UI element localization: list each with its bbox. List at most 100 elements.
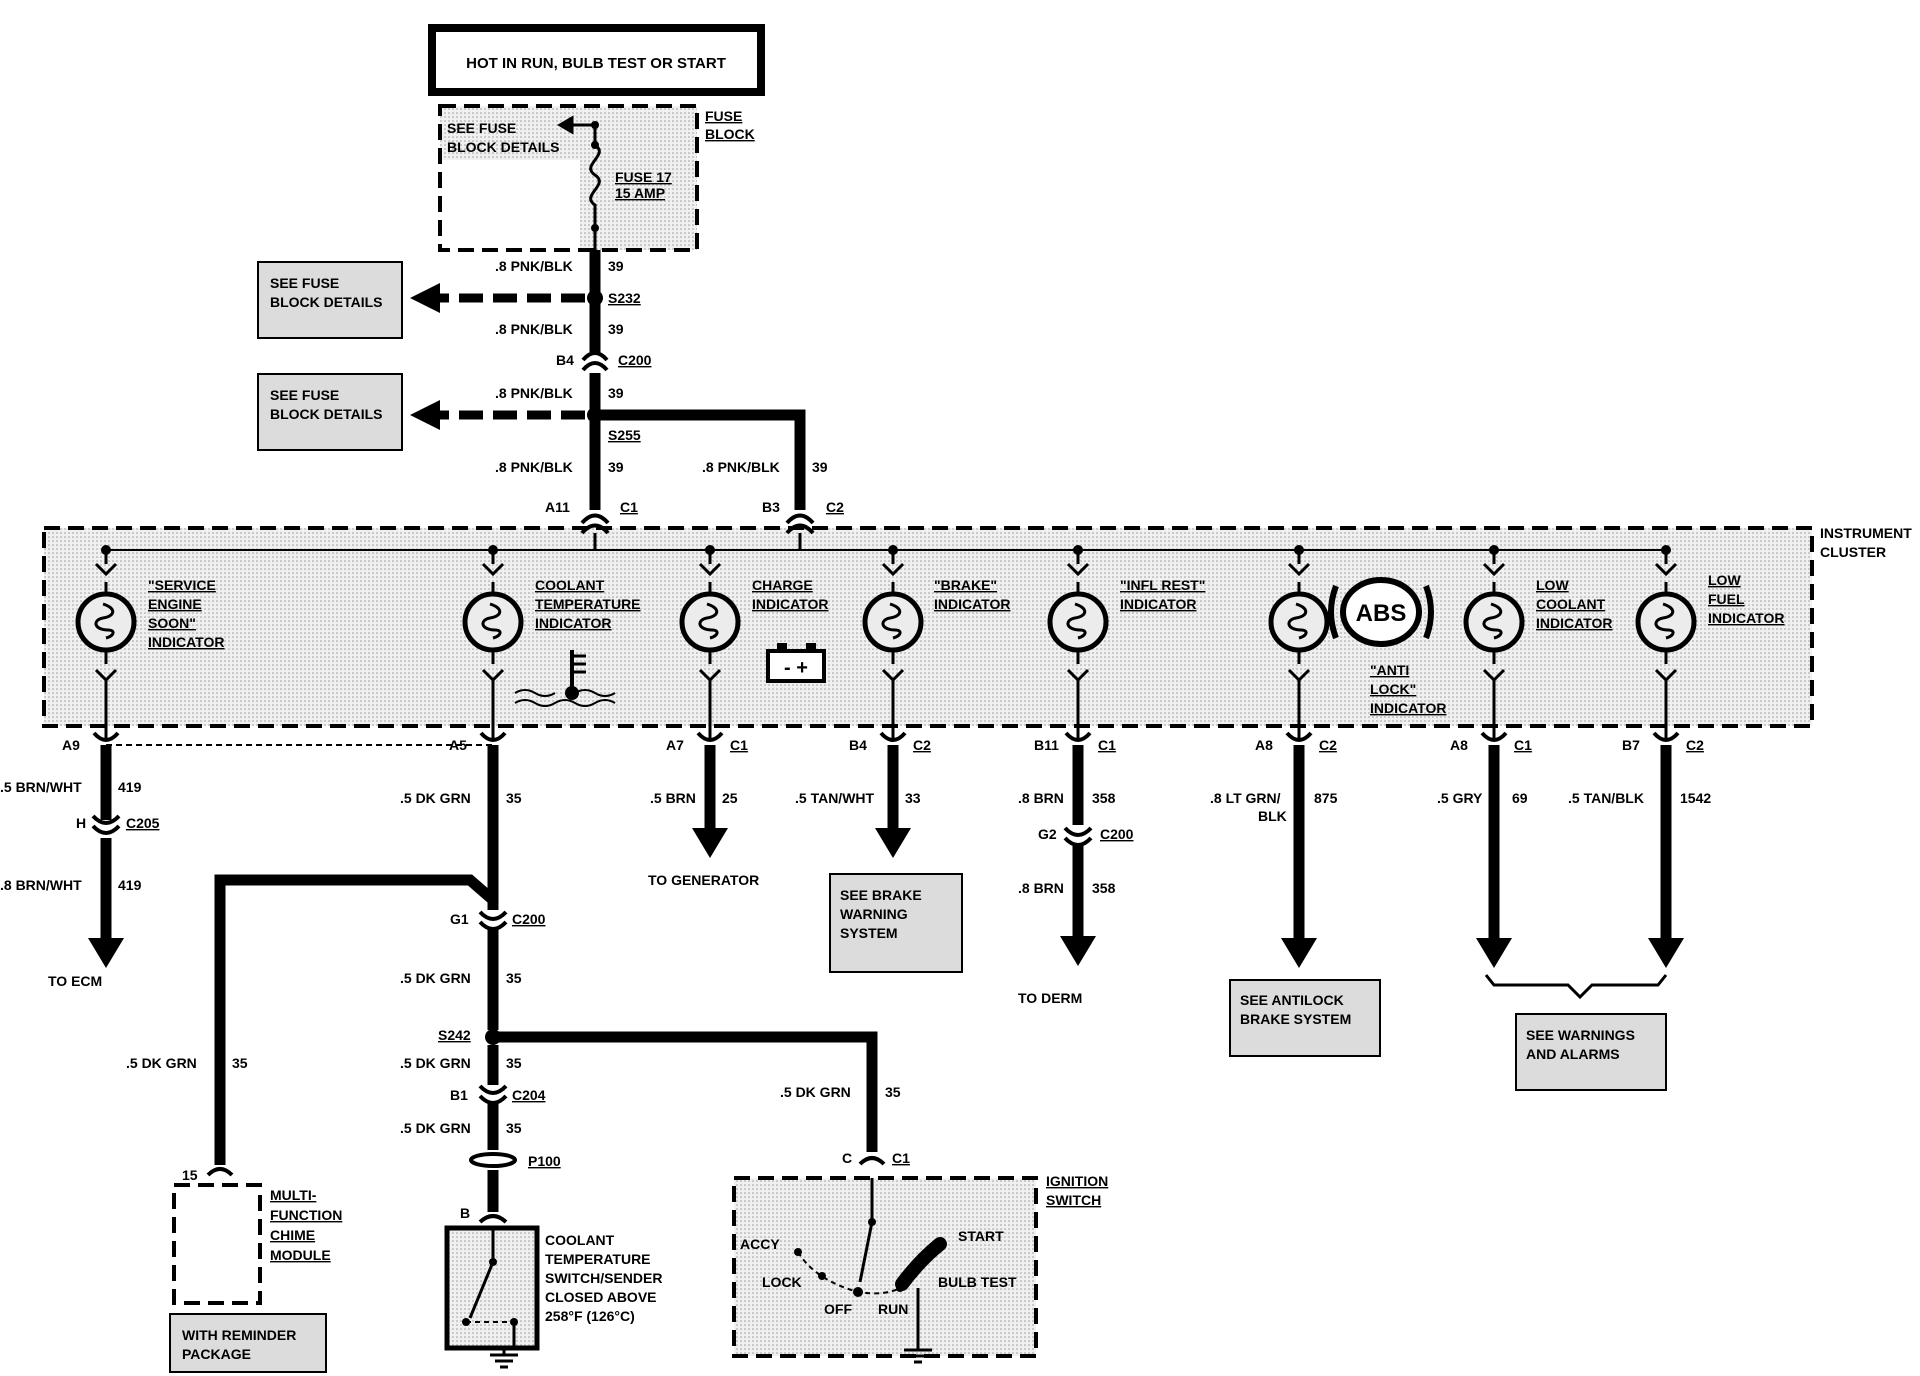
svg-text:358: 358 — [1092, 790, 1116, 806]
svg-text:.8 PNK/BLK: .8 PNK/BLK — [495, 321, 573, 337]
fuse-block-label-2: BLOCK — [705, 126, 755, 142]
fuse-block: FUSE BLOCK SEE FUSE BLOCK DETAILS FUSE 1… — [438, 104, 755, 252]
svg-text:MULTI-: MULTI- — [270, 1187, 317, 1203]
svg-text:PACKAGE: PACKAGE — [182, 1346, 251, 1362]
coolant-switch: COOLANT TEMPERATURE SWITCH/SENDER CLOSED… — [444, 1225, 662, 1369]
svg-text:.8 PNK/BLK: .8 PNK/BLK — [495, 258, 573, 274]
chime-module: 15 MULTI- FUNCTION CHIME MODULE — [172, 1167, 342, 1305]
svg-text:.5 BRN: .5 BRN — [650, 790, 696, 806]
arrow-down-icon — [88, 938, 124, 968]
cluster-connector — [1285, 731, 1313, 742]
indicator-label: INDICATOR — [1708, 610, 1784, 626]
svg-text:39: 39 — [608, 385, 624, 401]
svg-text:.8 PNK/BLK: .8 PNK/BLK — [495, 385, 573, 401]
svg-text:.5 BRN/WHT: .5 BRN/WHT — [0, 779, 82, 795]
svg-text:SWITCH/SENDER: SWITCH/SENDER — [545, 1270, 662, 1286]
svg-text:1542: 1542 — [1680, 790, 1711, 806]
svg-text:G2: G2 — [1038, 826, 1057, 842]
indicator-label: "INFL REST" — [1120, 577, 1205, 593]
instrument-cluster: INSTRUMENT CLUSTER A11 C1 B3 C2 — [42, 499, 1912, 728]
svg-text:OFF: OFF — [824, 1301, 852, 1317]
indicator-label: INDICATOR — [1120, 596, 1196, 612]
ground-icon — [904, 1348, 932, 1364]
main-feed: .8 PNK/BLK 39 S232 .8 PNK/BLK 39 B4 C200… — [410, 250, 828, 510]
svg-text:.5 DK GRN: .5 DK GRN — [400, 790, 471, 806]
splice-s232 — [587, 290, 603, 306]
svg-text:35: 35 — [506, 790, 522, 806]
bulb-junction — [101, 545, 111, 555]
fuse-icon — [589, 125, 601, 250]
svg-text:CHIME: CHIME — [270, 1227, 315, 1243]
svg-text:35: 35 — [232, 1055, 248, 1071]
indicator-pin: B4 — [849, 737, 867, 753]
indicator-label: INDICATOR — [1536, 615, 1612, 631]
warnings-ref: SEE WARNINGS AND ALARMS — [1515, 1013, 1667, 1091]
indicator-label: INDICATOR — [752, 596, 828, 612]
svg-text:39: 39 — [608, 258, 624, 274]
bulb-junction — [1073, 545, 1083, 555]
arrow-down-icon — [1060, 936, 1096, 966]
svg-text:BULB TEST: BULB TEST — [938, 1274, 1017, 1290]
indicator-connector: C1 — [1514, 737, 1532, 753]
svg-text:TEMPERATURE: TEMPERATURE — [545, 1251, 651, 1267]
indicator-pin: A8 — [1255, 737, 1273, 753]
svg-text:G1: G1 — [450, 911, 469, 927]
svg-text:WITH REMINDER: WITH REMINDER — [182, 1327, 296, 1343]
svg-text:875: 875 — [1314, 790, 1338, 806]
header-box — [428, 24, 765, 96]
connector-c200-feed — [581, 351, 609, 372]
indicator-label: "BRAKE" — [934, 577, 997, 593]
bulb-junction — [1661, 545, 1671, 555]
fuse-details-ref-2: SEE FUSE BLOCK DETAILS — [257, 373, 403, 451]
svg-text:H: H — [76, 815, 86, 831]
svg-text:.8 PNK/BLK: .8 PNK/BLK — [495, 459, 573, 475]
svg-text:C2: C2 — [826, 499, 844, 515]
svg-text:.5 DK GRN: .5 DK GRN — [400, 1055, 471, 1071]
svg-text:.5 TAN/WHT: .5 TAN/WHT — [795, 790, 875, 806]
fuse-block-see-2: BLOCK DETAILS — [447, 139, 560, 155]
indicator-label: COOLANT — [1536, 596, 1606, 612]
indicator-pin: A8 — [1450, 737, 1468, 753]
indicator-label: LOCK" — [1370, 681, 1416, 697]
svg-text:C: C — [842, 1150, 852, 1166]
bulb-junction — [488, 545, 498, 555]
svg-text:.5 DK GRN: .5 DK GRN — [400, 1120, 471, 1136]
indicator-connector: C1 — [730, 737, 748, 753]
indicator-label: ENGINE — [148, 596, 202, 612]
brace-icon — [1484, 974, 1668, 1000]
indicator-connector: C2 — [913, 737, 931, 753]
bulb-junction — [1294, 545, 1304, 555]
cluster-connector — [1064, 731, 1092, 742]
svg-text:S255: S255 — [608, 427, 641, 443]
indicator-label: INDICATOR — [934, 596, 1010, 612]
indicator-label: COOLANT — [535, 577, 605, 593]
svg-text:C205: C205 — [126, 815, 160, 831]
svg-text:33: 33 — [905, 790, 921, 806]
battery-icon: - + — [766, 643, 826, 683]
svg-text:.8 BRN: .8 BRN — [1018, 880, 1064, 896]
svg-text:COOLANT: COOLANT — [545, 1232, 615, 1248]
indicator-pin: A9 — [62, 737, 80, 753]
svg-text:35: 35 — [885, 1084, 901, 1100]
svg-text:.8 LT GRN/: .8 LT GRN/ — [1210, 790, 1281, 806]
ignition-switch: C C1 IGNITION SWITCH ACCY LOCK OFF RUN S… — [732, 1150, 1108, 1364]
svg-text:SEE BRAKE: SEE BRAKE — [840, 887, 922, 903]
fuse-detail-arrow-icon — [557, 115, 595, 135]
svg-text:LOCK: LOCK — [762, 1274, 802, 1290]
cluster-connector — [696, 731, 724, 742]
cluster-connector — [479, 731, 507, 742]
svg-text:.8 BRN: .8 BRN — [1018, 790, 1064, 806]
svg-text:C200: C200 — [1100, 826, 1134, 842]
bulb-junction — [1489, 545, 1499, 555]
svg-text:C204: C204 — [512, 1087, 546, 1103]
svg-text:- +: - + — [784, 657, 808, 679]
indicator-connector: C2 — [1686, 737, 1704, 753]
svg-text:S242: S242 — [438, 1027, 471, 1043]
indicator-connector: C2 — [1319, 737, 1337, 753]
svg-text:WARNING: WARNING — [840, 906, 908, 922]
svg-text:SEE FUSE: SEE FUSE — [270, 387, 339, 403]
svg-text:SEE ANTILOCK: SEE ANTILOCK — [1240, 992, 1344, 1008]
svg-text:B3: B3 — [762, 499, 780, 515]
svg-text:69: 69 — [1512, 790, 1528, 806]
